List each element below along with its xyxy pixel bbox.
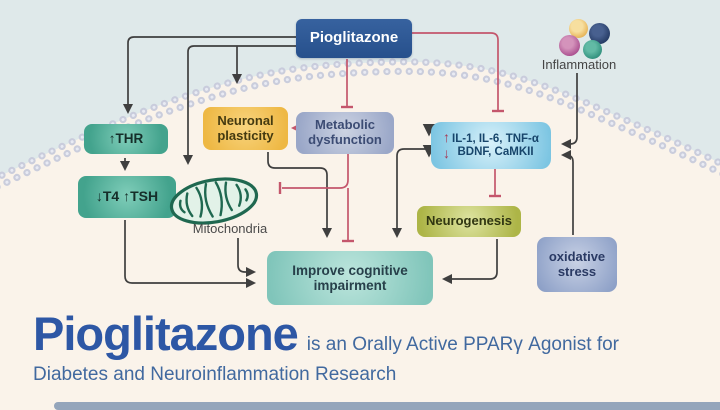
up-arrow-glyph: ↑ [443, 128, 451, 145]
node-neuronal-plasticity: Neuronal plasticity [203, 107, 288, 150]
mitochondria-icon [169, 177, 259, 225]
improve-line1: Improve cognitive [292, 262, 408, 278]
inflammation-cell-teal [583, 40, 602, 59]
caption-tagline-inline: is an Orally Active PPARγ Agonist for [306, 334, 620, 355]
bottom-accent-bar [54, 402, 720, 410]
node-pioglitazone: Pioglitazone [296, 19, 412, 58]
metabolic-line2: dysfunction [308, 132, 382, 147]
oxidative-line2: stress [557, 263, 597, 279]
caption-tagline-line2: Diabetes and Neuroinflammation Research [33, 364, 397, 385]
caption-drug-name: Pioglitazone [33, 307, 299, 360]
oxidative-line1: oxidative [548, 248, 606, 264]
node-oxidative-stress: oxidative stress [537, 237, 617, 292]
arrow-pioglitazone-to-thr [122, 36, 296, 115]
node-metabolic-dysfunction: Metabolic dysfunction [296, 112, 394, 154]
extracellular-region [0, 0, 720, 177]
metabolic-line1: Metabolic [315, 117, 375, 133]
caption: Pioglitazone is an Orally Active PPARγ A… [33, 306, 619, 386]
down-arrow-glyph: ↓ [443, 145, 451, 162]
inflammation-cell-pink [559, 35, 580, 56]
node-cytokines: ↑ ↓ IL-1, IL-6, TNF-α BDNF, CaMKII [431, 122, 551, 169]
node-thr: ↑THR [84, 124, 168, 154]
node-improve-cognitive-impairment: Improve cognitive impairment [267, 251, 433, 305]
cytokines-line1: IL-1, IL-6, TNF-α [452, 132, 539, 145]
membrane-beads [0, 58, 720, 190]
arrow-mitochondria-to-improve [237, 238, 257, 278]
cytokine-trend-arrows: ↑ ↓ [443, 128, 451, 162]
neuronal-plasticity-line2: plasticity [217, 127, 274, 143]
improve-line2: impairment [313, 278, 387, 293]
arrow-oxidative-stress-to-cytokines [560, 149, 574, 235]
mitochondria-label: Mitochondria [192, 221, 268, 236]
inflammation-label: Inflammation [541, 57, 617, 72]
inflammation-cell-navy [589, 23, 610, 44]
inhibit-pioglitazone-to-cytokines [412, 32, 499, 110]
arrow-neurogenesis-to-improve [441, 239, 498, 285]
neuronal-plasticity-line1: Neuronal [217, 112, 274, 128]
inflammation-icon [550, 8, 612, 59]
arrow-t4tsh-to-improve [124, 220, 257, 289]
cytokines-line2: BDNF, CaMKII [457, 145, 534, 158]
inflammation-cell-yellow [569, 19, 588, 38]
arrow-inflammation-to-cytokines [560, 73, 578, 150]
node-t4-tsh: ↓T4 ↑TSH [78, 176, 176, 218]
arrow-neuronal-plasticity-to-improve [267, 152, 333, 239]
arrow-pioglitazone-to-mitochondria [182, 45, 296, 166]
inhibit-metabolic-to-mitochondria [282, 154, 349, 189]
arrow-cytokines-to-improve [391, 148, 428, 239]
node-neurogenesis: Neurogenesis [417, 206, 521, 237]
